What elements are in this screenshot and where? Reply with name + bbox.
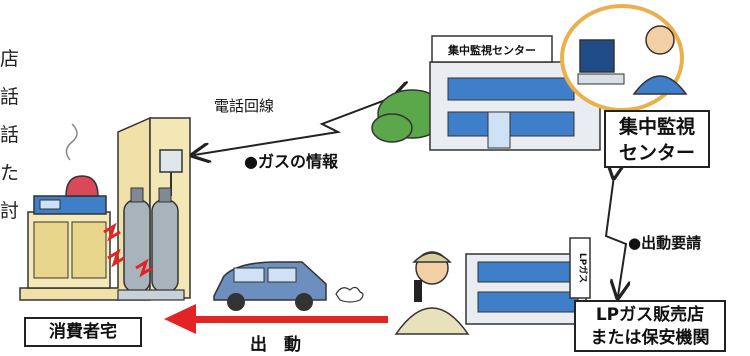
edge-char: た: [0, 162, 18, 184]
edge-char: 討: [0, 200, 18, 222]
consumer-home-illustration: [19, 116, 191, 301]
dispatch-request-arrow: [606, 176, 626, 296]
gas-info-label: ●ガスの情報: [244, 152, 338, 171]
lp-dealer-label-line1: LPガス販売店: [595, 305, 705, 325]
consumer-home-box: 消費者宅: [24, 317, 142, 347]
shop-sign: LPガス: [577, 253, 589, 283]
cropped-edge-text: 店 話 話 た 討: [0, 40, 18, 230]
monitoring-center-label-line1: 集中監視: [618, 116, 695, 138]
dispatch-arrow: [164, 304, 388, 334]
phone-line-arrow: [194, 96, 396, 155]
monitoring-center-box: 集中監視 センター: [604, 110, 710, 168]
lp-gas-dealer-illustration: [394, 237, 591, 335]
monitoring-center-illustration: [371, 4, 688, 151]
lp-dealer-label-line2: または保安機関: [590, 328, 710, 348]
consumer-home-label: 消費者宅: [49, 322, 117, 342]
car-icon: [213, 261, 364, 311]
dispatch-label: 出 動: [250, 335, 301, 355]
edge-char: 店: [0, 48, 18, 70]
building-sign: 集中監視センター: [447, 43, 536, 57]
edge-char: 話: [0, 124, 18, 146]
gas-cylinder-icon: [117, 187, 185, 301]
dispatch-request-label: ●出動要請: [628, 234, 702, 252]
phone-line-label: 電話回線: [214, 97, 275, 115]
edge-char: 話: [0, 86, 18, 108]
monitoring-center-label-line2: センター: [618, 142, 695, 164]
lp-dealer-box: LPガス販売店 または保安機関: [574, 300, 726, 352]
